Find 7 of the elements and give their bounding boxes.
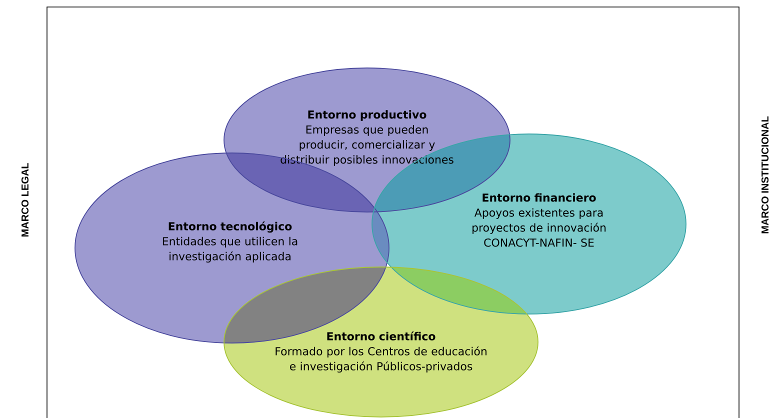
ellipse-text: Entorno tecnológico Entidades que utilicen la investigación aplicada xyxy=(162,221,298,263)
side-label: MARCO LEGAL xyxy=(21,163,29,237)
side-label: MARCO INSTITUCIONAL xyxy=(761,116,769,234)
ellipse-text: Entorno científico Formado por los Centros de educación e investigación Públicos-privados xyxy=(276,331,486,373)
ellipse-text: Entorno financiero Apoyos existentes para proyectos de innovación CONACYT-NAFIN- SE xyxy=(472,193,606,247)
ellipse xyxy=(224,266,538,418)
ellipse-text: Entorno productivo Empresas que pueden producir, comercializar y distribuir posibles innovaciones xyxy=(280,110,454,166)
